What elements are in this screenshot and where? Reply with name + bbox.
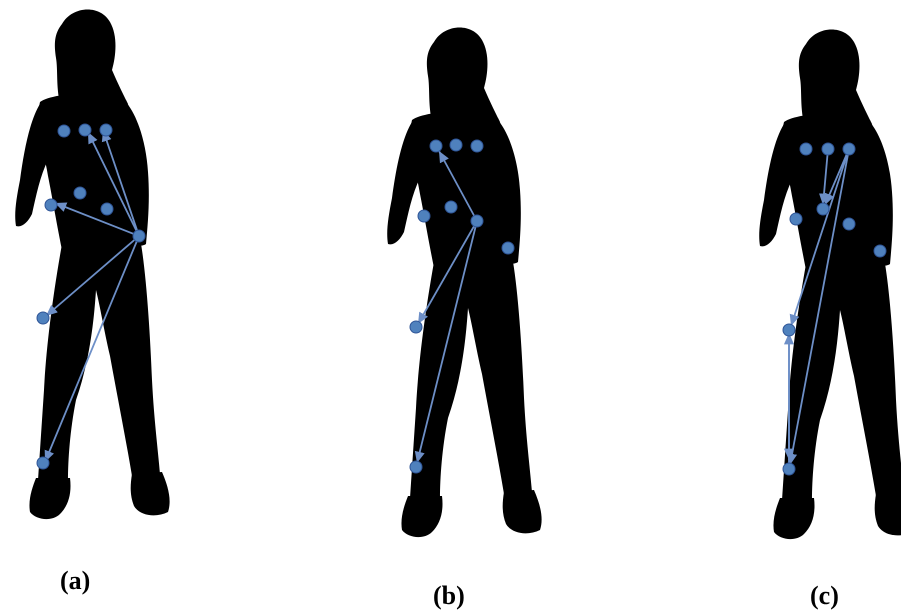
joint-node-icon: [471, 215, 483, 227]
joint-node-icon: [430, 140, 442, 152]
panel-label-b: (b): [433, 581, 465, 611]
joint-node-icon: [874, 245, 886, 257]
joint-node-icon: [800, 143, 812, 155]
joint-node-icon: [822, 143, 834, 155]
panel-label-c: (c): [810, 581, 839, 611]
panel-c: [759, 29, 901, 539]
joint-node-icon: [74, 187, 86, 199]
joint-node-icon: [445, 201, 457, 213]
joint-node-icon: [410, 461, 422, 473]
joint-node-icon: [37, 312, 49, 324]
joint-node-icon: [502, 242, 514, 254]
woman-silhouette-icon: [759, 29, 901, 539]
joint-node-icon: [783, 324, 795, 336]
joint-node-icon: [450, 139, 462, 151]
panel-label-a: (a): [60, 566, 90, 596]
joint-node-icon: [133, 230, 145, 242]
woman-silhouette-icon: [387, 27, 541, 537]
joint-node-icon: [45, 199, 57, 211]
joint-node-icon: [790, 213, 802, 225]
joint-node-icon: [79, 124, 91, 136]
joint-node-icon: [410, 321, 422, 333]
joint-node-icon: [843, 218, 855, 230]
woman-silhouette-icon: [15, 9, 169, 519]
panel-a: [15, 9, 169, 519]
joint-node-icon: [101, 203, 113, 215]
panel-b: [387, 27, 541, 537]
joint-node-icon: [471, 140, 483, 152]
joint-node-icon: [817, 203, 829, 215]
joint-node-icon: [37, 457, 49, 469]
joint-node-icon: [843, 143, 855, 155]
joint-node-icon: [418, 210, 430, 222]
joint-node-icon: [100, 124, 112, 136]
joint-node-icon: [58, 125, 70, 137]
joint-node-icon: [783, 463, 795, 475]
